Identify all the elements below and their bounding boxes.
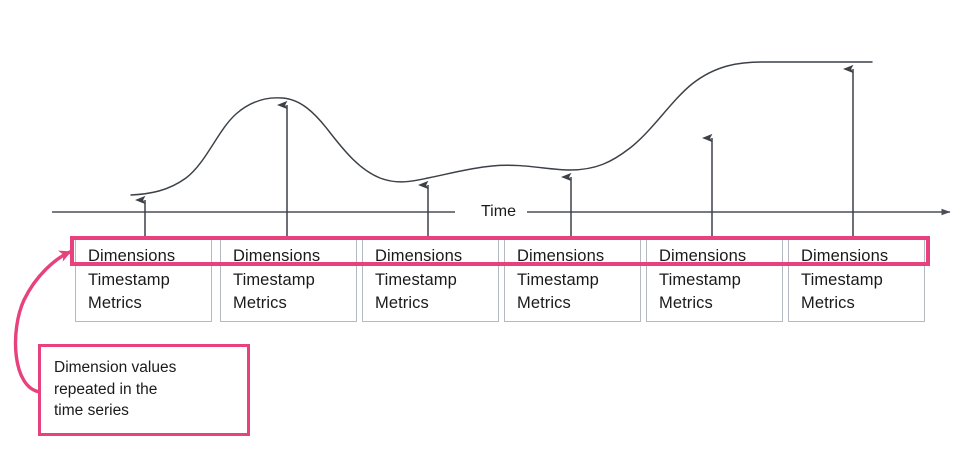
callout-line-2: repeated in the — [54, 380, 158, 398]
record-box-3[interactable]: Dimensions Timestamp Metrics — [362, 238, 499, 322]
record-timestamp-label: Timestamp — [659, 271, 741, 289]
record-dimensions-label: Dimensions — [801, 247, 889, 265]
sample-arrows — [135, 64, 854, 238]
record-metrics-label: Metrics — [375, 294, 429, 312]
record-metrics-label: Metrics — [517, 294, 571, 312]
record-box-6[interactable]: Dimensions Timestamp Metrics — [788, 238, 925, 322]
callout-connector-arrow — [13, 250, 72, 394]
record-metrics-label: Metrics — [659, 294, 713, 312]
record-box-1[interactable]: Dimensions Timestamp Metrics — [75, 238, 212, 322]
record-dimensions-label: Dimensions — [517, 247, 605, 265]
callout-line-1: Dimension values — [54, 359, 177, 376]
axis-label-time: Time — [474, 203, 523, 221]
record-timestamp-label: Timestamp — [233, 271, 315, 289]
record-box-5[interactable]: Dimensions Timestamp Metrics — [646, 238, 783, 322]
record-timestamp-label: Timestamp — [88, 271, 170, 289]
record-box-2[interactable]: Dimensions Timestamp Metrics — [220, 238, 357, 322]
record-box-4[interactable]: Dimensions Timestamp Metrics — [504, 238, 641, 322]
record-metrics-label: Metrics — [801, 294, 855, 312]
record-dimensions-label: Dimensions — [375, 247, 463, 265]
record-timestamp-label: Timestamp — [375, 271, 457, 289]
record-dimensions-label: Dimensions — [659, 247, 747, 265]
record-metrics-label: Metrics — [88, 294, 142, 312]
record-dimensions-label: Dimensions — [88, 247, 176, 265]
record-timestamp-label: Timestamp — [801, 271, 883, 289]
record-metrics-label: Metrics — [233, 294, 287, 312]
callout-line-3: time series — [54, 402, 129, 419]
record-timestamp-label: Timestamp — [517, 271, 599, 289]
callout-box: Dimension values repeated in the time se… — [38, 344, 250, 436]
record-dimensions-label: Dimensions — [233, 247, 321, 265]
time-series-curve — [130, 61, 873, 196]
